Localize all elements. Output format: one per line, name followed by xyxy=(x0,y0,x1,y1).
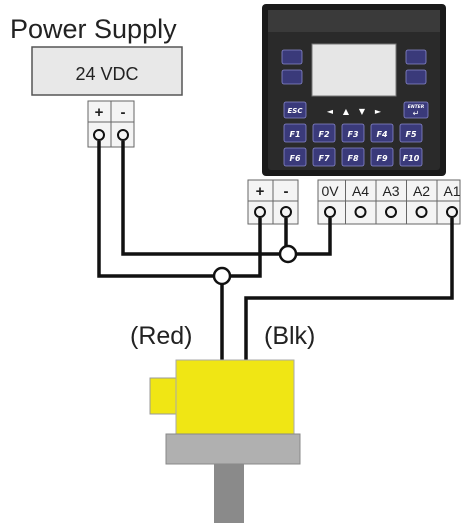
plc-nav-arrows: ◄ ▲ ▼ ► xyxy=(327,107,382,116)
analog-terminal-screw-a3 xyxy=(385,206,397,218)
plc-key-label: F1 xyxy=(289,130,300,139)
red-wire-label: (Red) xyxy=(130,322,193,350)
analog-input-terminal: 0V A4 A3 A2 A1 xyxy=(317,179,461,225)
plc-minus-label: - xyxy=(284,183,289,200)
plc-key-f1[interactable] xyxy=(283,123,307,143)
plc-key-label: F2 xyxy=(318,130,329,139)
plc-side-key-right-1[interactable] xyxy=(405,49,427,65)
enter-arrow-icon: ↵ xyxy=(413,109,420,118)
analog-terminal-screw-0v xyxy=(324,206,336,218)
plc-nav-arrow-icon[interactable]: ► xyxy=(375,107,382,116)
black-wire-label: (Blk) xyxy=(264,322,315,350)
plc-minus-screw xyxy=(280,206,292,218)
plc-key-label: F7 xyxy=(318,154,329,163)
plc-key-f5[interactable] xyxy=(399,123,423,143)
ps-minus-label: - xyxy=(121,104,126,121)
power-supply-voltage: 24 VDC xyxy=(75,64,138,84)
plc-key-label: F6 xyxy=(289,154,300,163)
plc-key-label: F4 xyxy=(376,130,387,139)
plc-key-f8[interactable] xyxy=(341,147,365,167)
plc-screen xyxy=(311,43,397,97)
plc-nav-arrow-icon[interactable]: ◄ xyxy=(327,107,334,116)
plc-key-label: F10 xyxy=(403,154,420,163)
power-supply-title: Power Supply xyxy=(10,14,177,44)
plc-key-f3[interactable] xyxy=(341,123,365,143)
plc-plus-screw xyxy=(254,206,266,218)
plc-key-label: F3 xyxy=(347,130,358,139)
wire-ps-minus-to-0v xyxy=(121,141,332,256)
plc-enter-label: ENTER xyxy=(408,104,425,110)
plc-side-key-left-1[interactable] xyxy=(281,49,303,65)
plc-side-key-right-2[interactable] xyxy=(405,69,427,85)
ps-plus-screw xyxy=(93,129,105,141)
plc-key-f9[interactable] xyxy=(370,147,394,167)
plc-key-label: F8 xyxy=(347,154,358,163)
sensor-stem xyxy=(214,464,244,523)
plc-plus-label: + xyxy=(256,183,265,200)
plc-key-f4[interactable] xyxy=(370,123,394,143)
plc-nav-arrow-icon[interactable]: ▼ xyxy=(359,107,366,116)
plc-nav-arrow-icon[interactable]: ▲ xyxy=(343,107,350,116)
junction-red xyxy=(212,266,232,286)
plc-esc-label: ESC xyxy=(288,107,304,115)
plc-power-terminal: + - xyxy=(247,179,299,225)
ps-plus-label: + xyxy=(95,104,104,121)
analog-terminal-screw-a1 xyxy=(446,206,458,218)
analog-terminal-screw-a2 xyxy=(415,206,428,218)
plc-enter-key[interactable] xyxy=(403,101,429,119)
plc-key-f2[interactable] xyxy=(312,123,336,143)
power-supply-box xyxy=(31,46,183,96)
wiring xyxy=(97,141,454,360)
plc-esc-key[interactable] xyxy=(283,101,307,119)
analog-terminal-screw-a4 xyxy=(354,206,367,218)
wire-black xyxy=(244,218,454,360)
analog-terminal-label-a2: A2 xyxy=(413,183,430,199)
sensor-base xyxy=(165,433,301,465)
plc-side-key-left-2[interactable] xyxy=(281,69,303,85)
power-supply: 24 VDC + - xyxy=(31,46,183,148)
wire-ps-plus-to-plc-plus xyxy=(97,141,262,278)
plc-key-f6[interactable] xyxy=(283,147,307,167)
analog-terminal-label-0v: 0V xyxy=(321,183,339,199)
plc-key-label: F9 xyxy=(376,154,387,163)
pressure-sensor xyxy=(149,359,301,523)
analog-terminal-label-a1: A1 xyxy=(443,183,460,199)
plc-key-f10[interactable] xyxy=(399,147,423,167)
analog-terminal-label-a3: A3 xyxy=(382,183,399,199)
plc-key-label: F5 xyxy=(405,130,416,139)
ps-minus-screw xyxy=(117,129,129,141)
junction-minus xyxy=(278,244,298,264)
plc-key-f7[interactable] xyxy=(312,147,336,167)
analog-terminal-label-a4: A4 xyxy=(352,183,369,199)
sensor-body xyxy=(175,359,295,435)
